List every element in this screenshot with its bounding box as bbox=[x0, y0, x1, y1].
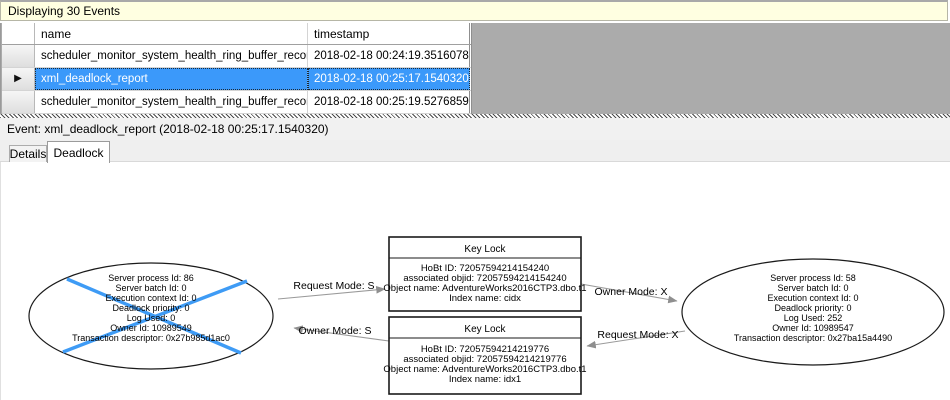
row-selector-cell[interactable]: ▶ bbox=[2, 68, 35, 90]
lock-title: Key Lock bbox=[464, 244, 506, 255]
event-summary-text: Event: xml_deadlock_report (2018-02-18 0… bbox=[7, 122, 329, 136]
events-count-bar: Displaying 30 Events bbox=[0, 0, 948, 21]
edge-request-s bbox=[277, 285, 386, 300]
details-tabstrip: Details Deadlock bbox=[0, 140, 950, 163]
process-line: Deadlock priority: 0 bbox=[774, 303, 851, 313]
process-line: Owner Id: 10989547 bbox=[772, 323, 854, 333]
edge-label-request-s: Request Mode: S bbox=[293, 280, 374, 292]
table-row[interactable]: scheduler_monitor_system_health_ring_buf… bbox=[2, 45, 471, 68]
graph-edges bbox=[277, 283, 686, 349]
edge-request-x bbox=[586, 330, 686, 349]
lock-title: Key Lock bbox=[464, 324, 506, 335]
column-header-name[interactable]: name bbox=[35, 23, 308, 44]
edge-owner-s bbox=[293, 325, 390, 342]
events-grid-area: name timestamp scheduler_monitor_system_… bbox=[0, 23, 950, 114]
process-node-victim: Server process Id: 86 Server batch Id: 0… bbox=[28, 262, 274, 370]
victim-line: Transaction descriptor: 0x27b985d1ac0 bbox=[72, 333, 230, 343]
victim-cross-icon bbox=[62, 277, 248, 355]
edge-label-request-x: Request Mode: X bbox=[597, 329, 678, 341]
events-grid: name timestamp scheduler_monitor_system_… bbox=[2, 23, 472, 114]
edge-labels: Request Mode: S Owner Mode: S Owner Mode… bbox=[293, 280, 678, 341]
lock-line: HoBt ID: 72057594214154240 bbox=[421, 263, 549, 274]
lock-line: Object name: AdventureWorks2016CTP3.dbo.… bbox=[383, 283, 586, 294]
lock-line: HoBt ID: 72057594214219776 bbox=[421, 344, 549, 355]
deadlock-graph-panel: Server process Id: 86 Server batch Id: 0… bbox=[0, 162, 950, 400]
victim-line: Server batch Id: 0 bbox=[115, 283, 186, 293]
victim-line: Owner Id: 10989549 bbox=[110, 323, 192, 333]
edge-label-owner-x: Owner Mode: X bbox=[595, 286, 668, 298]
column-header-timestamp[interactable]: timestamp bbox=[308, 23, 470, 44]
table-row-selected[interactable]: ▶ xml_deadlock_report 2018-02-18 00:25:1… bbox=[2, 68, 471, 91]
row-selector-cell[interactable] bbox=[2, 45, 35, 67]
victim-line: Deadlock priority: 0 bbox=[112, 303, 189, 313]
tab-details[interactable]: Details bbox=[9, 145, 47, 162]
grid-header-row: name timestamp bbox=[2, 23, 471, 45]
cell-timestamp[interactable]: 2018-02-18 00:25:17.1540320 bbox=[308, 68, 470, 90]
lock-line: associated objid: 72057594214154240 bbox=[403, 273, 566, 284]
victim-line: Server process Id: 86 bbox=[108, 273, 194, 283]
victim-line: Log Used: 0 bbox=[127, 313, 176, 323]
pane-splitter[interactable] bbox=[0, 114, 950, 118]
current-row-arrow-icon: ▶ bbox=[14, 73, 22, 84]
tab-deadlock[interactable]: Deadlock bbox=[47, 141, 110, 163]
victim-line: Execution context Id: 0 bbox=[105, 293, 196, 303]
process-line: Execution context Id: 0 bbox=[767, 293, 858, 303]
event-summary-bar: Event: xml_deadlock_report (2018-02-18 0… bbox=[0, 118, 950, 140]
process-node-other: Server process Id: 58 Server batch Id: 0… bbox=[681, 258, 945, 366]
cell-name[interactable]: xml_deadlock_report bbox=[35, 68, 308, 90]
events-count-text: Displaying 30 Events bbox=[8, 4, 121, 18]
process-line: Server batch Id: 0 bbox=[777, 283, 848, 293]
cell-name[interactable]: scheduler_monitor_system_health_ring_buf… bbox=[35, 45, 308, 67]
process-line: Log Used: 252 bbox=[784, 313, 843, 323]
key-lock-node-bottom: Key Lock HoBt ID: 72057594214219776 asso… bbox=[383, 316, 587, 395]
process-line: Transaction descriptor: 0x27ba15a4490 bbox=[734, 333, 892, 343]
lock-line: Index name: idx1 bbox=[449, 374, 521, 385]
lock-line: associated objid: 72057594214219776 bbox=[403, 354, 566, 365]
lock-line: Object name: AdventureWorks2016CTP3.dbo.… bbox=[383, 364, 586, 375]
row-selector-header bbox=[2, 23, 35, 44]
row-selector-cell[interactable] bbox=[2, 91, 35, 113]
edge-owner-x bbox=[580, 283, 678, 304]
lock-line: Index name: cidx bbox=[449, 293, 521, 304]
deadlock-graph: Server process Id: 86 Server batch Id: 0… bbox=[28, 236, 945, 395]
cell-timestamp[interactable]: 2018-02-18 00:25:19.5276859 bbox=[308, 91, 470, 113]
table-row[interactable]: scheduler_monitor_system_health_ring_buf… bbox=[2, 91, 471, 114]
edge-label-owner-s: Owner Mode: S bbox=[299, 325, 372, 337]
key-lock-node-top: Key Lock HoBt ID: 72057594214154240 asso… bbox=[383, 236, 587, 312]
cell-name[interactable]: scheduler_monitor_system_health_ring_buf… bbox=[35, 91, 308, 113]
process-line: Server process Id: 58 bbox=[770, 273, 856, 283]
cell-timestamp[interactable]: 2018-02-18 00:24:19.3516078 bbox=[308, 45, 470, 67]
